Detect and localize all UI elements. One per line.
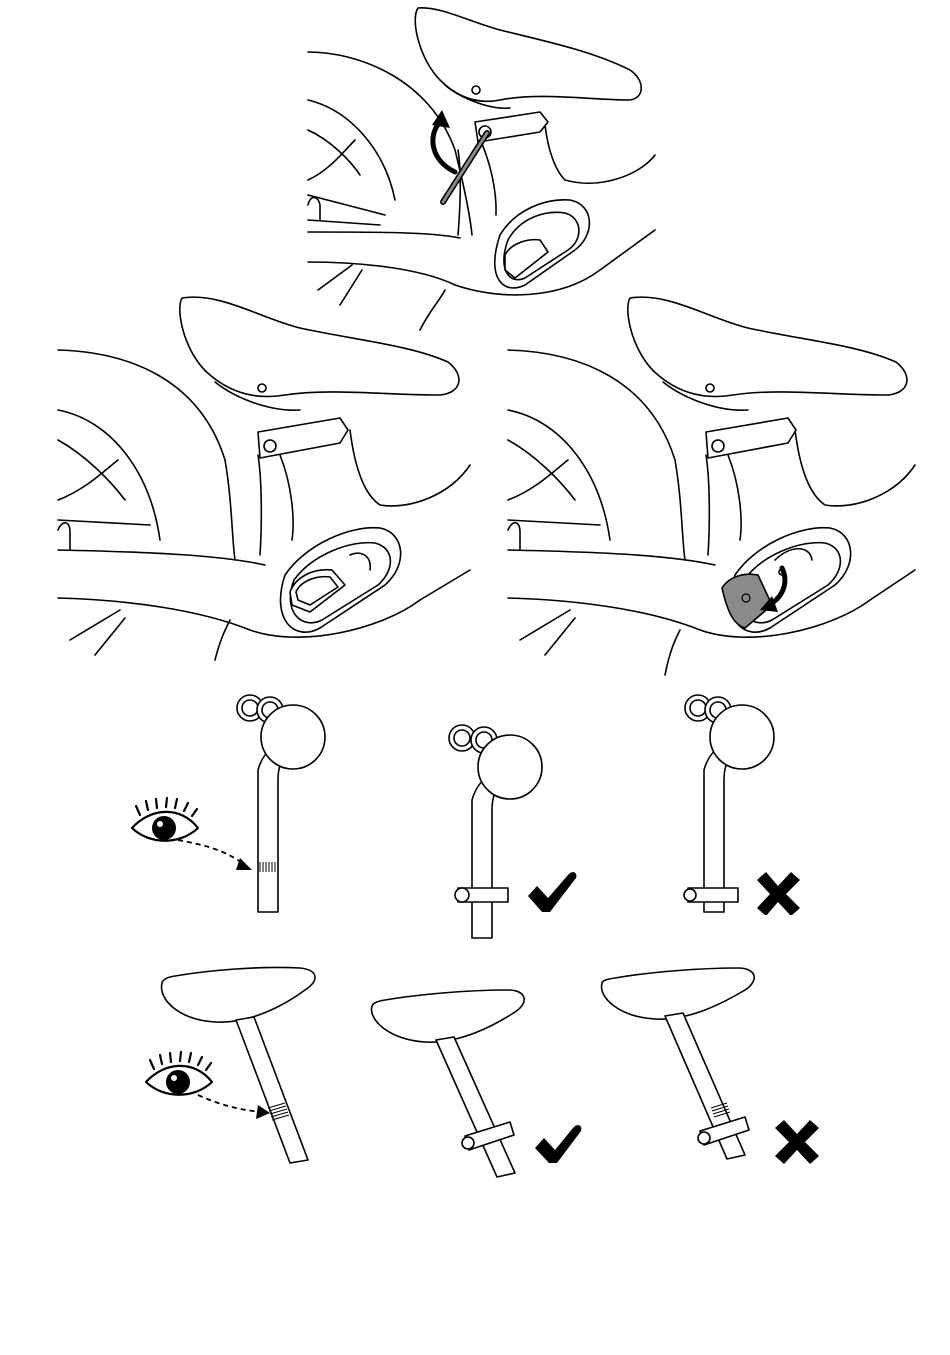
cross-icon (757, 872, 800, 915)
straight-post-check-marking (140, 960, 340, 1170)
eye-icon (146, 1052, 212, 1095)
step-open-battery-cover-illustration (505, 285, 925, 680)
checkmark-icon (528, 872, 576, 912)
seat-icon (415, 8, 641, 101)
straight-post-correct (365, 985, 590, 1180)
step-clamp-closed-illustration (55, 285, 475, 665)
cross-icon (775, 1120, 819, 1164)
rotate-arrow-icon (433, 122, 455, 172)
curved-post-check-marking (125, 685, 345, 920)
battery-cover-icon (280, 528, 400, 632)
step-open-battery-cover (505, 285, 925, 680)
step-clamp-closed (55, 285, 475, 665)
straight-post-incorrect (595, 960, 825, 1170)
seat-icon (628, 297, 907, 396)
seat-icon (602, 968, 755, 1019)
eye-icon (132, 798, 198, 841)
checkmark-icon (535, 1125, 581, 1163)
curved-post-correct (440, 715, 590, 945)
curved-post-incorrect (675, 685, 820, 915)
seat-icon (180, 297, 459, 396)
seat-icon (372, 990, 525, 1042)
battery-cover-icon (495, 200, 590, 288)
dashed-arrow-icon (198, 1095, 262, 1112)
seat-icon (162, 967, 315, 1022)
dashed-arrow-icon (178, 840, 245, 865)
